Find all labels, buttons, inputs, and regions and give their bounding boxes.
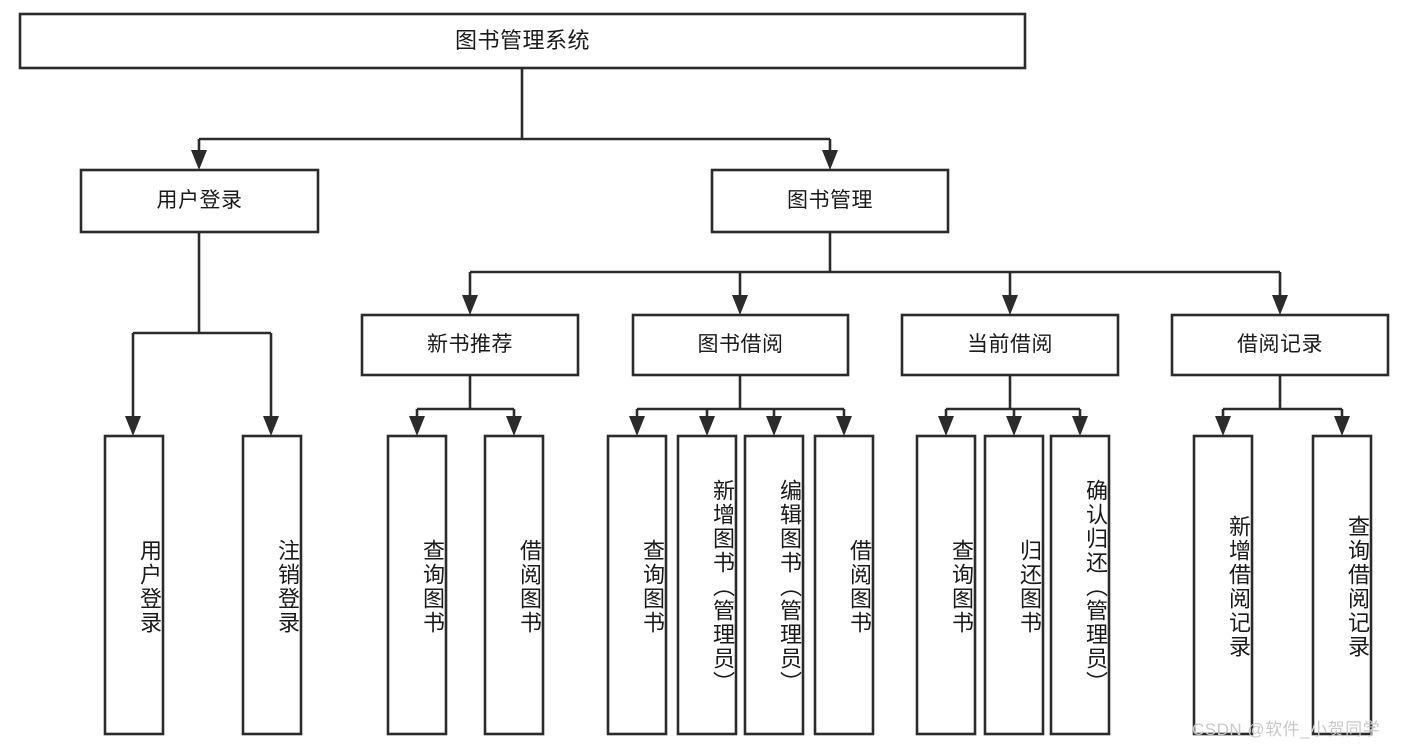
node-leaf-query-record-box[interactable] [1311,434,1373,736]
node-leaf-borrow-book-2-box[interactable] [813,434,875,736]
arrow-leaf-borrow-book-1 [506,416,522,436]
arrow-leaf-query-book-3 [938,416,954,436]
arrow-to-book-management [822,150,838,170]
arrow-leaf-add-book [699,416,715,436]
arrow-to-user-login [191,150,207,170]
arrow-leaf-edit-book [766,416,782,436]
node-user-login-box[interactable] [79,168,320,234]
node-leaf-borrow-book-1-box[interactable] [483,434,545,736]
arrow-leaf-return-book [1006,416,1022,436]
node-current-borrow-box[interactable] [900,313,1120,377]
arrow-leaf-query-book-1 [409,416,425,436]
node-leaf-edit-book-box[interactable] [743,434,805,736]
arrow-leaf-borrow-book-2 [836,416,852,436]
arrow-leaf-query-book-2 [629,416,645,436]
node-leaf-return-book-box[interactable] [983,434,1045,736]
arrow-to-current-borrow [1002,295,1018,315]
node-leaf-query-book-2-box[interactable] [606,434,668,736]
arrow-leaf-user-login [125,416,141,436]
csdn-watermark: CSDN @软件_小贺同学 [1192,720,1381,739]
node-book-borrow-box[interactable] [631,313,850,377]
node-book-management-box[interactable] [710,168,950,234]
arrow-leaf-logout-login [263,416,279,436]
node-leaf-query-book-3-box[interactable] [915,434,977,736]
arrow-leaf-query-record [1334,416,1350,436]
arrow-to-borrow-record [1272,295,1288,315]
node-borrow-record-box[interactable] [1170,313,1390,377]
node-root-box[interactable] [18,12,1027,70]
nodes-layer [18,12,1390,736]
node-leaf-logout-login-box[interactable] [241,434,303,736]
arrow-to-new-book-recommend [462,295,478,315]
node-leaf-query-book-1-box[interactable] [386,434,448,736]
edges-layer [125,68,1350,436]
arrow-to-book-borrow [732,295,748,315]
node-leaf-add-record-box[interactable] [1192,434,1254,736]
node-leaf-user-login-box[interactable] [103,434,165,736]
node-leaf-confirm-return-box[interactable] [1049,434,1111,736]
arrow-leaf-add-record [1215,416,1231,436]
node-new-book-recommend-box[interactable] [360,313,580,377]
node-leaf-add-book-box[interactable] [676,434,738,736]
arrow-leaf-confirm-return [1072,416,1088,436]
